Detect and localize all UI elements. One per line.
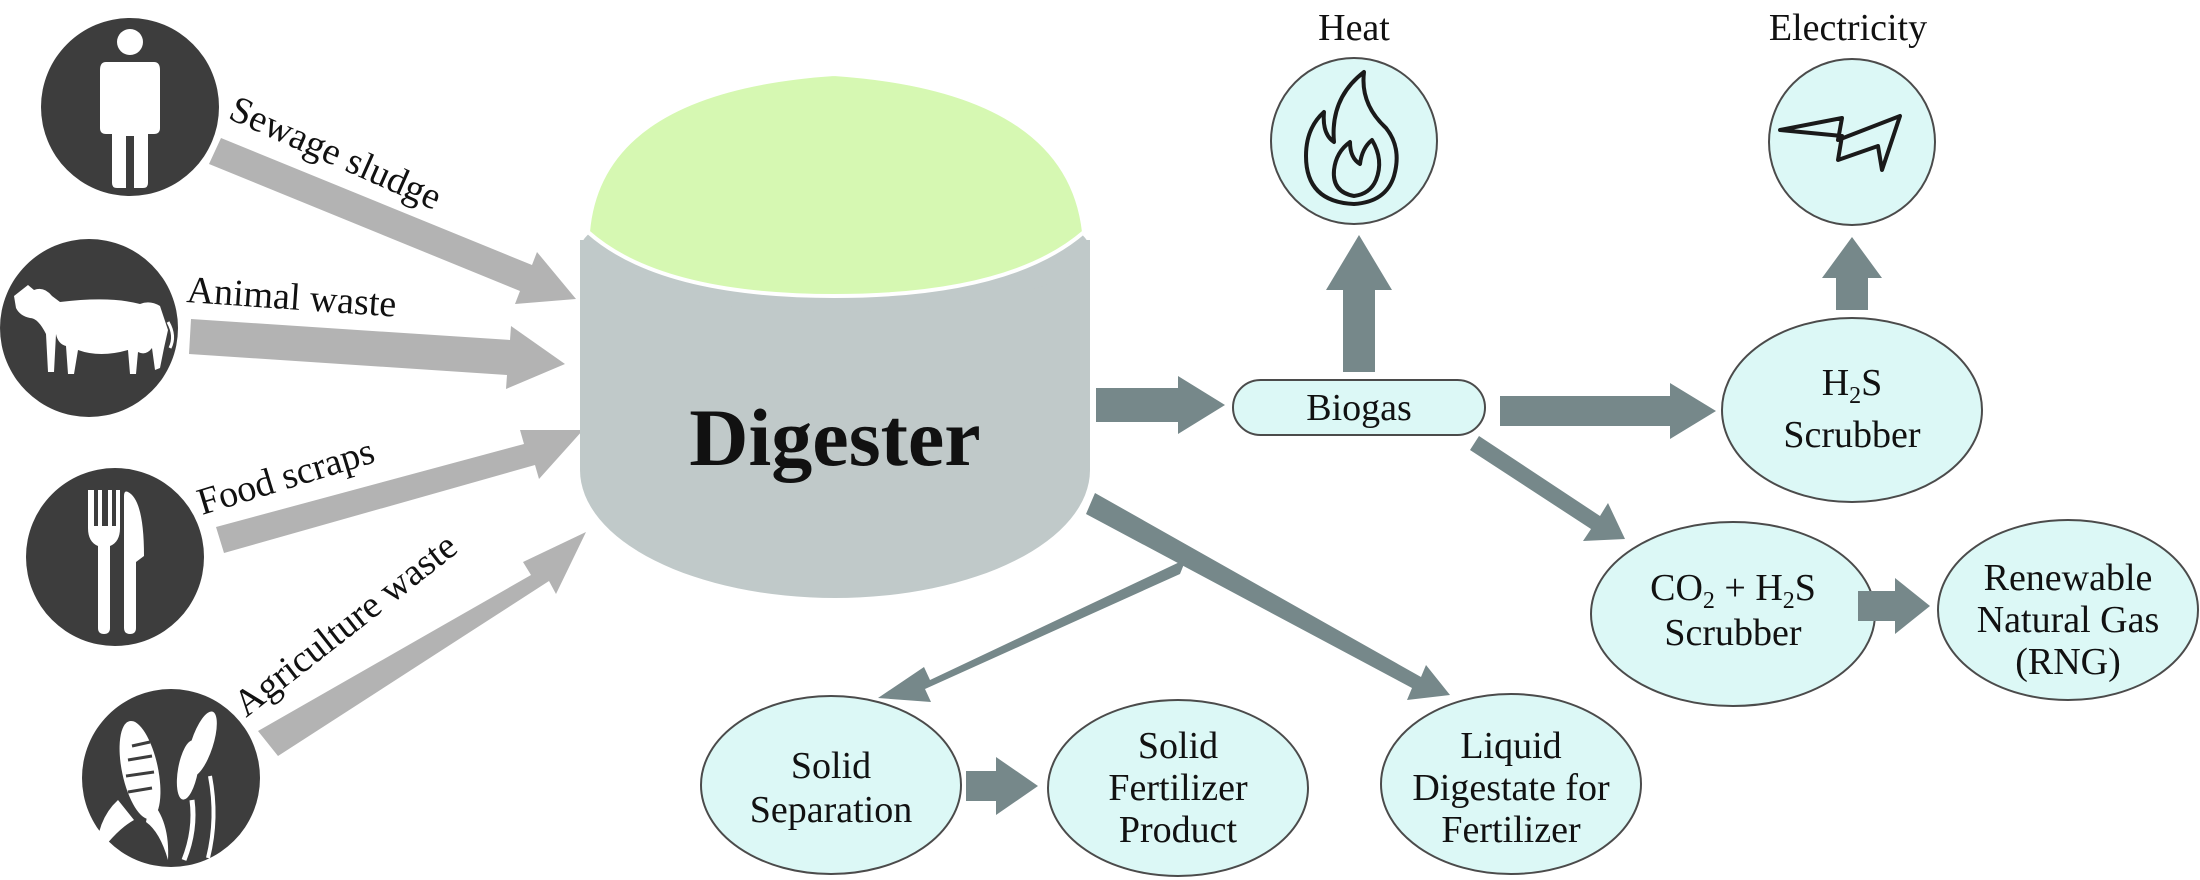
liquid-digestate-node	[1380, 693, 1642, 875]
co2-h2s-label-line2: Scrubber	[1664, 612, 1802, 654]
flame-icon	[1304, 70, 1399, 206]
co2-h2s-label: CO2 + H2S	[1650, 567, 1816, 614]
digester-tank	[580, 71, 1090, 598]
h2s-to-electricity-arrow	[1822, 237, 1882, 310]
electricity-node	[1768, 58, 1936, 226]
rng-label-line1: Renewable	[1984, 557, 2153, 599]
liquid-digestate-line1: Liquid	[1460, 725, 1561, 767]
solid-fertilizer-line1: Solid	[1138, 725, 1218, 767]
liquid-digestate-line3: Fertilizer	[1441, 809, 1581, 851]
animal-label: Animal waste	[185, 269, 397, 326]
fork-knife-icon	[26, 468, 204, 646]
animal-arrow	[189, 319, 565, 389]
biogas-node	[1232, 379, 1486, 436]
rng-label-line3: (RNG)	[2015, 641, 2121, 683]
rng-label-line2: Natural Gas	[1977, 599, 2160, 641]
electricity-label: Electricity	[1769, 7, 1927, 49]
solid-branch-arrow	[878, 559, 1186, 702]
digester-label: Digester	[689, 392, 980, 483]
heat-label: Heat	[1318, 7, 1390, 49]
separation-to-fertilizer-arrow	[966, 757, 1038, 815]
solid-fertilizer-line3: Product	[1119, 809, 1238, 851]
h2s-scrubber-node	[1721, 317, 1983, 503]
biogas-label: Biogas	[1306, 387, 1412, 429]
cow-icon	[0, 239, 178, 417]
food-arrow	[216, 430, 583, 553]
liquid-digestate-line2: Digestate for	[1412, 767, 1610, 809]
biogas-to-heat-arrow	[1326, 235, 1392, 372]
co2-to-rng-arrow	[1858, 578, 1930, 634]
agri-arrow	[258, 532, 586, 756]
solid-fertilizer-node	[1047, 699, 1309, 877]
solid-separation-line1: Solid	[791, 745, 871, 787]
corn-wheat-icon	[82, 689, 260, 867]
solid-separation-line2: Separation	[750, 789, 913, 831]
h2s-label: H2S	[1822, 362, 1883, 409]
h2s-label-line2: Scrubber	[1783, 414, 1921, 456]
biogas-to-co2-arrow	[1470, 436, 1625, 541]
person-icon	[41, 18, 219, 196]
lightning-icon	[1778, 114, 1902, 172]
sewage-arrow	[209, 138, 576, 304]
digester-to-biogas-arrow	[1096, 376, 1225, 434]
biogas-to-h2s-arrow	[1500, 383, 1716, 439]
digestate-split-arrow	[1086, 493, 1450, 700]
solid-fertilizer-line2: Fertilizer	[1108, 767, 1248, 809]
rng-node	[1937, 519, 2199, 701]
solid-separation-node	[700, 695, 962, 875]
